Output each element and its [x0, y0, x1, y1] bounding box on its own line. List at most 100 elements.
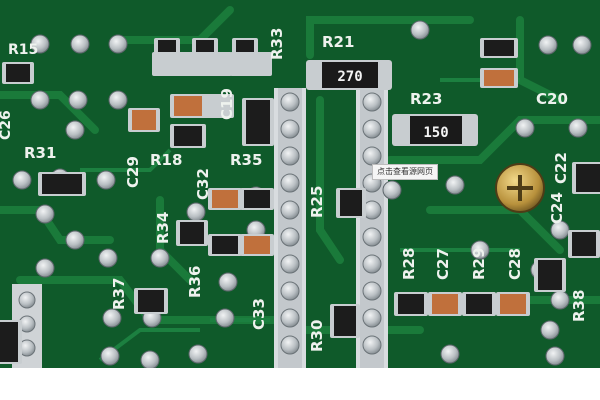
silkscreen-label: R37 — [110, 278, 128, 310]
through-hole-pad — [218, 272, 238, 292]
silkscreen-label: R31 — [24, 144, 56, 162]
socket-pin — [362, 146, 382, 166]
through-hole-pad — [186, 202, 206, 222]
smd-component — [194, 54, 228, 74]
resistor-r21: 270 — [306, 60, 392, 90]
smd-component — [466, 294, 492, 314]
resistor-r21-marking: 270 — [337, 69, 362, 85]
smd-component — [340, 190, 362, 216]
smd-component — [212, 236, 238, 254]
socket-pin — [362, 281, 382, 301]
smd-component — [42, 174, 82, 194]
smd-component — [398, 294, 424, 314]
smd-component — [484, 70, 514, 86]
socket-pin — [280, 119, 300, 139]
through-hole-pad — [30, 90, 50, 110]
through-hole-pad — [35, 204, 55, 224]
through-hole-pad — [140, 350, 160, 368]
through-hole-pad — [68, 90, 88, 110]
silkscreen-label: R23 — [410, 90, 442, 108]
view-source-tooltip[interactable]: 点击查看源网页 — [372, 164, 438, 180]
resistor-r23: 150 — [392, 114, 478, 146]
through-hole-pad — [150, 248, 170, 268]
silkscreen-label: R28 — [400, 248, 418, 280]
smd-component — [6, 64, 30, 82]
socket-pin — [280, 308, 300, 328]
through-hole-pad — [30, 34, 50, 54]
smd-component — [174, 96, 202, 116]
smd-component — [244, 236, 270, 254]
through-hole-pad — [100, 346, 120, 366]
through-hole-pad — [35, 258, 55, 278]
silkscreen-label: C29 — [124, 156, 142, 188]
smd-component — [500, 294, 526, 314]
through-hole-pad — [470, 240, 490, 260]
silkscreen-label: C24 — [548, 192, 566, 224]
through-hole-pad — [540, 320, 560, 340]
socket-pin — [280, 146, 300, 166]
through-hole-pad — [108, 34, 128, 54]
smd-component — [234, 54, 268, 74]
through-hole-pad — [568, 118, 588, 138]
through-hole-pad — [515, 118, 535, 138]
silkscreen-label: R30 — [308, 320, 326, 352]
silkscreen-label: C20 — [536, 90, 568, 108]
silkscreen-label: R29 — [470, 248, 488, 280]
socket-pin — [280, 173, 300, 193]
through-hole-pad — [410, 20, 430, 40]
smd-component — [432, 294, 458, 314]
smd-component — [484, 40, 514, 56]
through-hole-pad — [215, 308, 235, 328]
socket-pin — [362, 119, 382, 139]
silkscreen-label: R18 — [150, 151, 182, 169]
mounting-screw — [495, 163, 545, 213]
pcb-board: 270 150 R21R23R31R33R35R18C29C19C32R34R3… — [0, 6, 600, 368]
silkscreen-label: C26 — [0, 110, 14, 140]
through-hole-pad — [12, 170, 32, 190]
smd-component — [156, 54, 190, 74]
smd-component — [132, 110, 156, 130]
silkscreen-label: C19 — [218, 88, 236, 120]
smd-component — [212, 190, 238, 208]
smd-component — [174, 126, 202, 146]
silkscreen-label: C22 — [552, 152, 570, 184]
silkscreen-label: R15 — [8, 42, 38, 58]
socket-pin — [362, 254, 382, 274]
through-hole-pad — [550, 290, 570, 310]
through-hole-pad — [545, 346, 565, 366]
through-hole-pad — [550, 220, 570, 240]
smd-component — [206, 96, 230, 116]
socket-pin — [280, 335, 300, 355]
socket-pin — [280, 227, 300, 247]
silkscreen-label: C32 — [194, 168, 212, 200]
through-hole-pad — [382, 180, 402, 200]
silkscreen-label: R25 — [308, 186, 326, 218]
smd-component — [538, 260, 562, 290]
silkscreen-label: C28 — [506, 248, 524, 280]
resistor-r23-marking: 150 — [423, 125, 448, 141]
smd-component — [0, 322, 18, 362]
bottom-white-strip — [0, 368, 600, 400]
through-hole-pad — [188, 344, 208, 364]
socket-pin — [280, 254, 300, 274]
through-hole-pad — [98, 248, 118, 268]
smd-component — [576, 164, 600, 192]
socket-pin — [362, 308, 382, 328]
socket-pin — [362, 335, 382, 355]
smd-component — [334, 306, 356, 336]
silkscreen-label: R35 — [230, 151, 262, 169]
through-hole-pad — [65, 230, 85, 250]
smd-component — [180, 222, 204, 244]
smd-component — [138, 290, 164, 312]
silkscreen-label: R38 — [570, 290, 588, 322]
through-hole-pad — [538, 35, 558, 55]
socket-pin — [362, 92, 382, 112]
through-hole-pad — [445, 175, 465, 195]
silkscreen-label: C33 — [250, 298, 268, 330]
through-hole-pad — [70, 34, 90, 54]
smd-component — [572, 232, 596, 256]
socket-pin — [362, 227, 382, 247]
smd-component — [246, 100, 270, 144]
socket-pin — [280, 281, 300, 301]
